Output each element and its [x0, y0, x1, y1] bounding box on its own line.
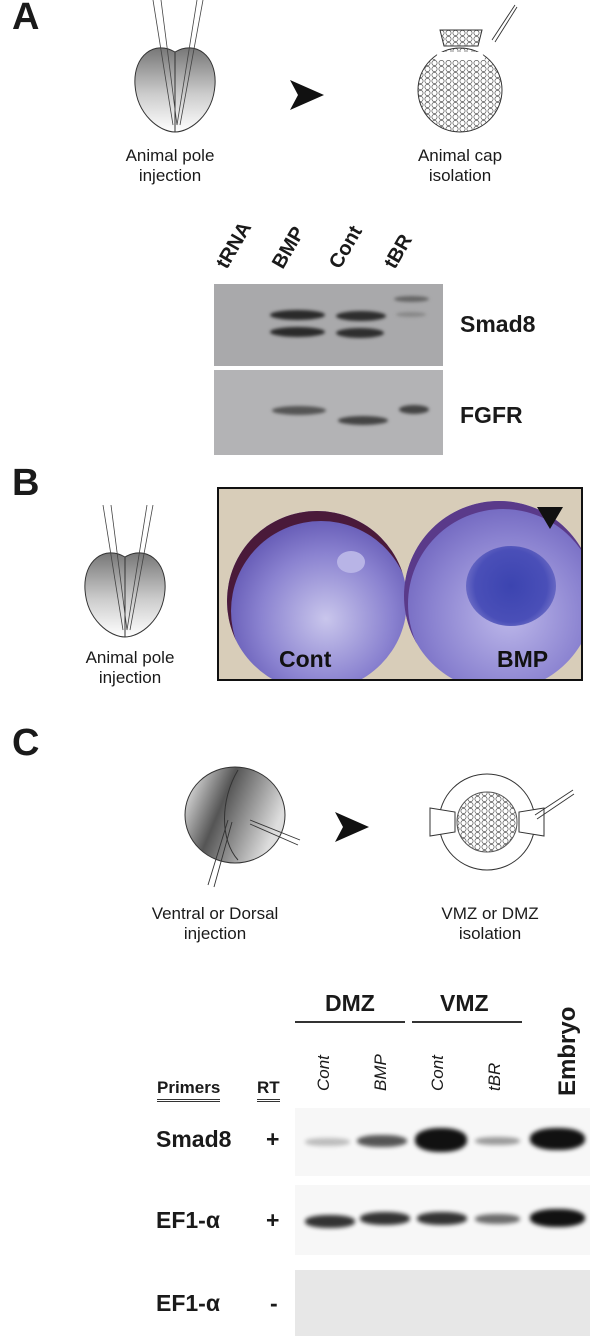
row-primer-smad8: Smad8: [156, 1126, 232, 1152]
caption-line: Ventral or Dorsal: [151, 904, 279, 923]
caption-line: injection: [183, 924, 247, 943]
ef1a-rt-pcr-gel: [295, 1185, 590, 1255]
row-rt: -: [270, 1290, 278, 1316]
caption-line: injection: [138, 166, 202, 185]
caption-line: VMZ or DMZ: [441, 904, 539, 923]
ef1a-no-rt-gel: [295, 1270, 590, 1336]
bmp-embryo: [404, 501, 581, 679]
lane-label-bmp: BMP: [371, 1054, 390, 1091]
arrowhead-icon: [335, 812, 369, 842]
panel-letter-b: B: [12, 462, 40, 504]
row-rt: +: [266, 1207, 280, 1233]
lane-label-cont: Cont: [325, 222, 367, 273]
arrowhead-icon: [290, 80, 324, 110]
lane-label-cont: Cont: [428, 1055, 447, 1091]
animal-cap-isolation-embryo-icon: [417, 4, 518, 133]
smad8-rt-pcr-gel: [295, 1108, 590, 1176]
caption-line: Animal pole: [85, 648, 175, 667]
lane-label-tbr: tBR: [380, 230, 417, 273]
photo-label-bmp: BMP: [497, 646, 549, 672]
animal-pole-injection-embryo-icon: [134, 0, 216, 133]
marginal-zone-injection-embryo-icon: [184, 766, 301, 888]
photo-label-cont: Cont: [279, 646, 332, 672]
caption-line: injection: [98, 668, 162, 687]
smad8-western-blot: [214, 284, 443, 366]
c-step2-caption: VMZ or DMZ isolation: [410, 904, 570, 944]
caption-line: Animal pole: [125, 146, 215, 165]
lane-label-embryo: Embryo: [554, 1006, 581, 1096]
fgfr-western-blot: [214, 370, 443, 455]
dmz-bracket-line: [295, 1021, 405, 1023]
panel-letter-a: A: [12, 0, 40, 38]
control-embryo: [227, 511, 407, 679]
lane-label-trna: tRNA: [212, 218, 257, 273]
animal-pole-injection-embryo-icon: [84, 505, 166, 638]
arrowhead-icon: [537, 507, 563, 529]
caption-line: isolation: [428, 166, 492, 185]
blot-label-fgfr: FGFR: [460, 402, 523, 428]
caption-line: isolation: [458, 924, 522, 943]
row-primer-ef1a-neg: EF1-α: [156, 1290, 220, 1316]
blot-label-smad8: Smad8: [460, 311, 536, 337]
stained-region: [466, 546, 556, 626]
marginal-zone-isolation-embryo-icon: [429, 773, 575, 871]
lane-label-tbr: tBR: [485, 1062, 504, 1091]
embryo-spot: [337, 551, 365, 573]
row-rt: +: [266, 1126, 280, 1152]
group-label-dmz: DMZ: [325, 990, 375, 1016]
step1-caption: Animal pole injection: [90, 146, 250, 186]
panel-letter-c: C: [12, 722, 40, 764]
in-situ-photo: Cont BMP: [217, 487, 583, 681]
caption-line: Animal cap: [417, 146, 503, 165]
vmz-bracket-line: [412, 1021, 522, 1023]
lane-label-cont: Cont: [314, 1055, 333, 1091]
group-label-vmz: VMZ: [440, 990, 489, 1016]
step2-caption: Animal cap isolation: [380, 146, 540, 186]
header-primers: Primers: [157, 1078, 221, 1102]
b-caption: Animal pole injection: [50, 648, 210, 688]
lane-label-bmp: BMP: [268, 223, 310, 273]
c-step1-caption: Ventral or Dorsal injection: [135, 904, 295, 944]
header-rt: RT: [257, 1078, 280, 1102]
row-primer-ef1a: EF1-α: [156, 1207, 220, 1233]
